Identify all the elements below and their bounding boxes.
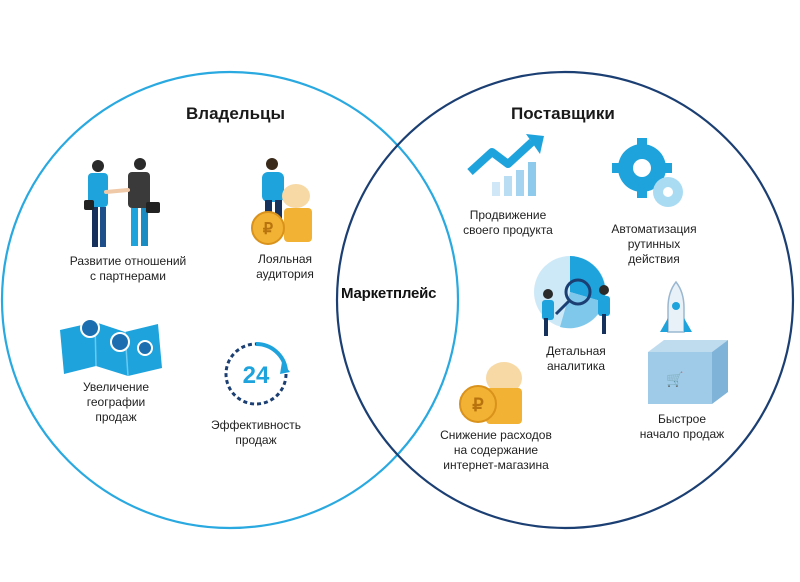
label-loyal-audience: Лояльная аудитория [256,252,314,281]
coins-bag-icon: ₽ [459,362,522,424]
suppliers-title: Поставщики [511,104,615,123]
svg-text:₽: ₽ [472,395,484,415]
label-quick-start: Быстрое начало продаж [639,412,725,441]
label-partner-relations: Развитие отношений с партнерами [69,254,187,283]
label-automation: Автоматизация рутинных действия [611,222,697,266]
person-coins-icon: ₽ [251,158,312,245]
label-geography: Увеличение географии продаж [82,380,150,424]
svg-text:🛒: 🛒 [666,371,683,388]
suppliers-circle [335,70,795,530]
clock-24-icon: 24 [224,341,290,406]
label-promotion: Продвижение своего продукта [463,208,553,237]
owners-title: Владельцы [186,104,285,123]
gears-icon [612,138,683,207]
marketplace-label: Маркетплейс [341,285,437,302]
growth-chart-icon [467,134,544,196]
svg-text:₽: ₽ [263,221,273,238]
label-analytics: Детальная аналитика [546,344,606,373]
label-cost-reduction: Снижение расходов на содержание интернет… [440,428,552,472]
map-pins-icon [60,318,162,377]
handshake-people-icon [84,158,160,247]
label-sales-efficiency: Эффективность продаж [210,418,302,447]
owners-circle [0,70,460,530]
rocket-box-icon: 🛒 [648,280,728,404]
svg-text:24: 24 [243,362,270,389]
analytics-icon [534,256,610,336]
